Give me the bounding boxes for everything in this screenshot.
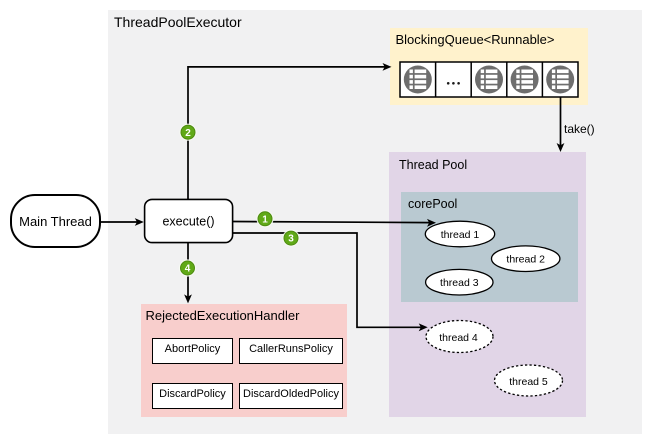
svg-text:Main Thread: Main Thread	[19, 214, 92, 229]
svg-text:thread 3: thread 3	[440, 277, 479, 289]
svg-text:thread 4: thread 4	[439, 332, 478, 344]
svg-text:4: 4	[185, 264, 191, 275]
svg-text:thread 1: thread 1	[441, 229, 480, 241]
svg-text:1: 1	[262, 214, 268, 225]
svg-text:thread 5: thread 5	[509, 376, 548, 388]
svg-text:thread 2: thread 2	[506, 254, 545, 266]
svg-text:execute(): execute()	[162, 215, 214, 229]
svg-text:3: 3	[288, 234, 294, 245]
svg-text:2: 2	[185, 128, 191, 139]
